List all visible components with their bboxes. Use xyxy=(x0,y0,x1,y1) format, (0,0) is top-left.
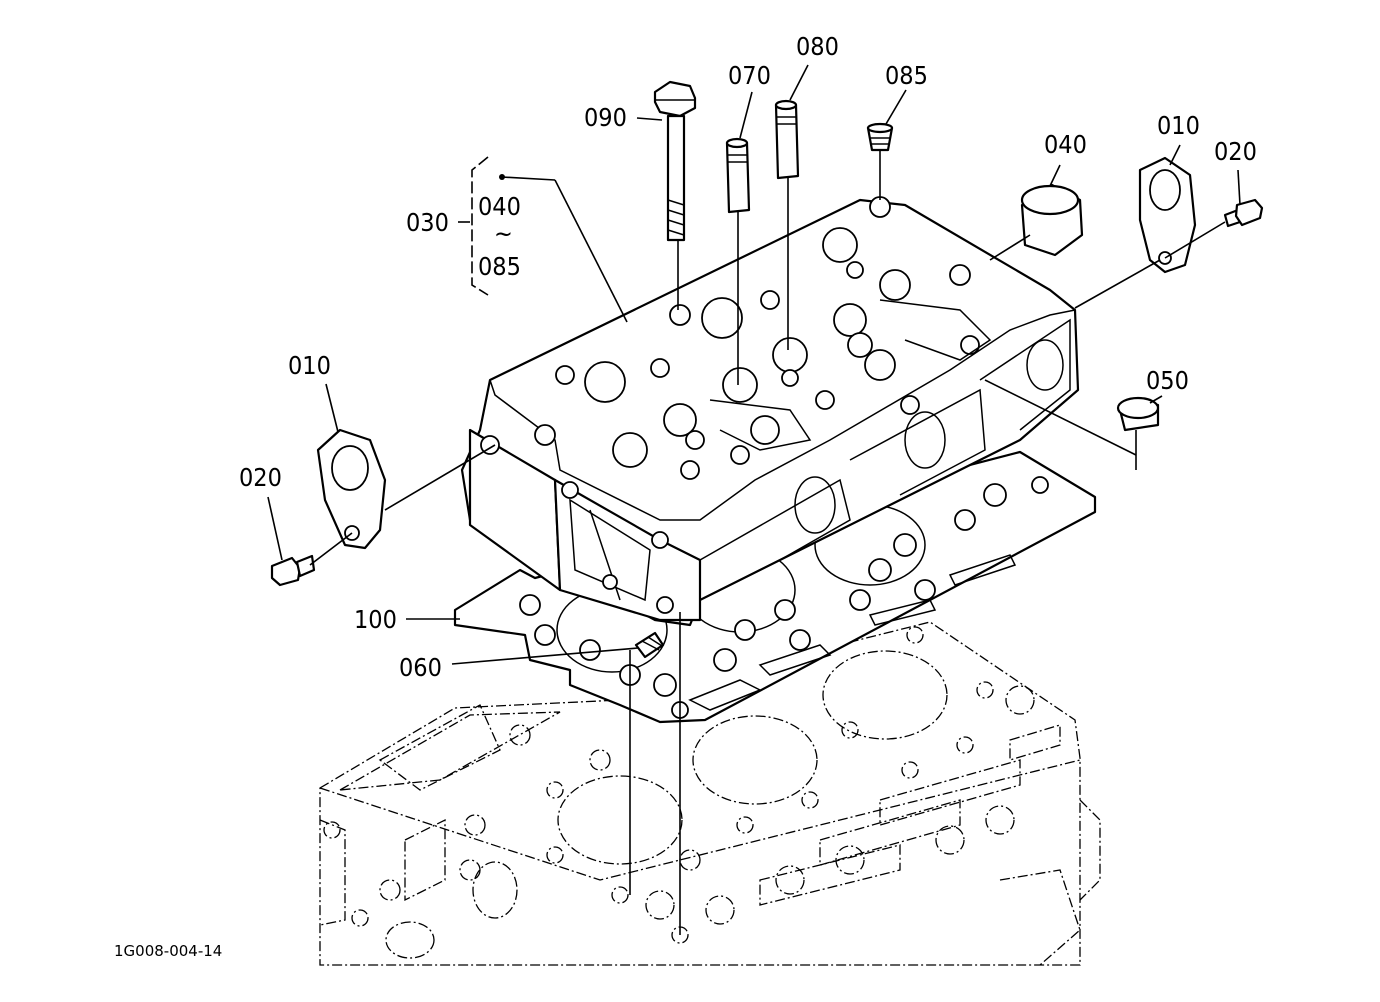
callout-100: 100 xyxy=(354,605,397,634)
cylinder-head-gasket xyxy=(453,450,1097,724)
callout-040: 040 xyxy=(1044,130,1087,159)
cylinder-head xyxy=(460,196,1080,627)
group-range-start: 040 xyxy=(478,192,521,221)
cap-050 xyxy=(1116,396,1160,432)
bolt-020-right xyxy=(1223,198,1264,228)
plug-085 xyxy=(866,122,894,152)
leader-lines xyxy=(267,64,1241,935)
assembly-group-bracket xyxy=(471,156,489,296)
valve-guide-080 xyxy=(774,99,800,180)
hanger-010-right xyxy=(1138,156,1197,274)
cap-040 xyxy=(1020,183,1084,257)
callout-085: 085 xyxy=(885,61,928,90)
drawing-code: 1G008-004-14 xyxy=(114,942,222,960)
group-range-tilde: ~ xyxy=(494,219,513,248)
callout-090: 090 xyxy=(584,103,627,132)
callout-050: 050 xyxy=(1146,366,1189,395)
dowel-pin-060 xyxy=(634,631,665,659)
callout-labels: 090 070 080 085 040 010 020 050 030 040 … xyxy=(114,32,1257,960)
bolt-020-left xyxy=(270,554,316,587)
callout-060: 060 xyxy=(399,653,442,682)
callout-080: 080 xyxy=(796,32,839,61)
callout-010-right: 010 xyxy=(1157,111,1200,140)
group-range-end: 085 xyxy=(478,252,521,281)
callout-070: 070 xyxy=(728,61,771,90)
hanger-010-left xyxy=(316,428,387,550)
valve-guide-070 xyxy=(725,137,751,214)
callout-010-left: 010 xyxy=(288,351,331,380)
head-bolt-090 xyxy=(653,80,697,242)
callout-020-right: 020 xyxy=(1214,137,1257,166)
callout-020-left: 020 xyxy=(239,463,282,492)
callout-030: 030 xyxy=(406,208,449,237)
